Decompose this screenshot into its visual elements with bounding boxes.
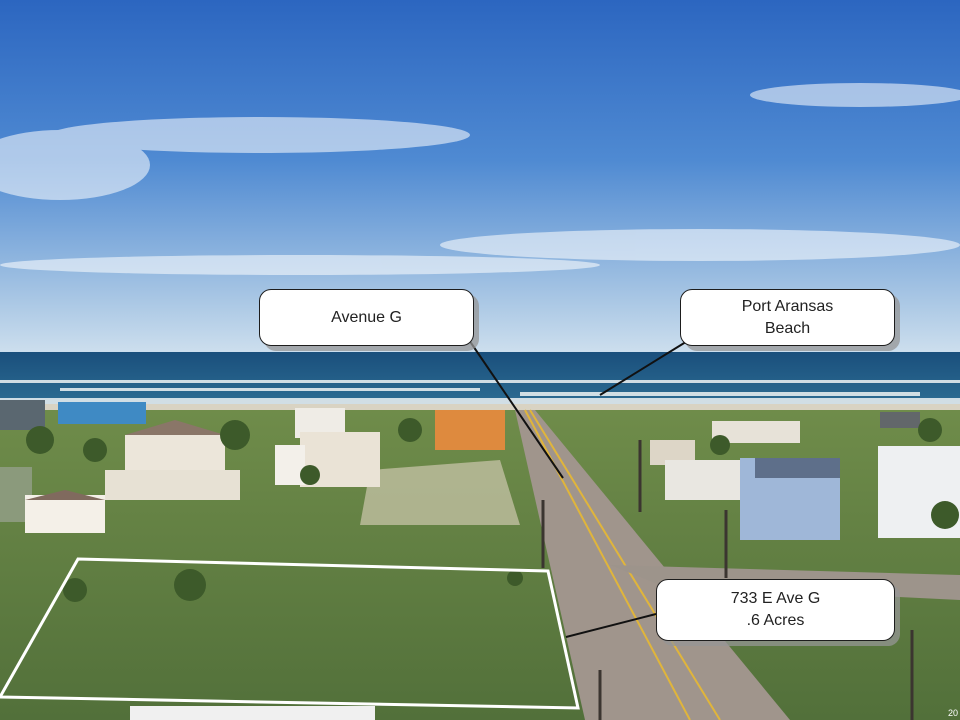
callout-leaders	[468, 339, 690, 638]
lot-callout: 733 E Ave G .6 Acres	[656, 579, 895, 641]
beach-callout: Port Aransas Beach	[680, 289, 895, 346]
lot-size-label: .6 Acres	[746, 612, 805, 629]
avenue-label: Avenue G	[331, 308, 402, 326]
lot-boundary	[0, 557, 580, 710]
beach-label-line2: Beach	[764, 319, 811, 337]
clouds	[0, 83, 960, 275]
corner-mark: 20	[947, 708, 958, 718]
sand	[0, 404, 960, 414]
road	[515, 410, 790, 720]
lot-address-label: 733 E Ave G	[730, 590, 821, 607]
beach-label-line1: Port Aransas	[741, 297, 834, 315]
utility-poles	[541, 440, 914, 720]
avenue-g-callout: Avenue G	[259, 289, 474, 346]
surf	[0, 380, 960, 404]
trees	[26, 418, 959, 602]
fence	[130, 706, 375, 720]
dune-sand	[360, 460, 520, 525]
